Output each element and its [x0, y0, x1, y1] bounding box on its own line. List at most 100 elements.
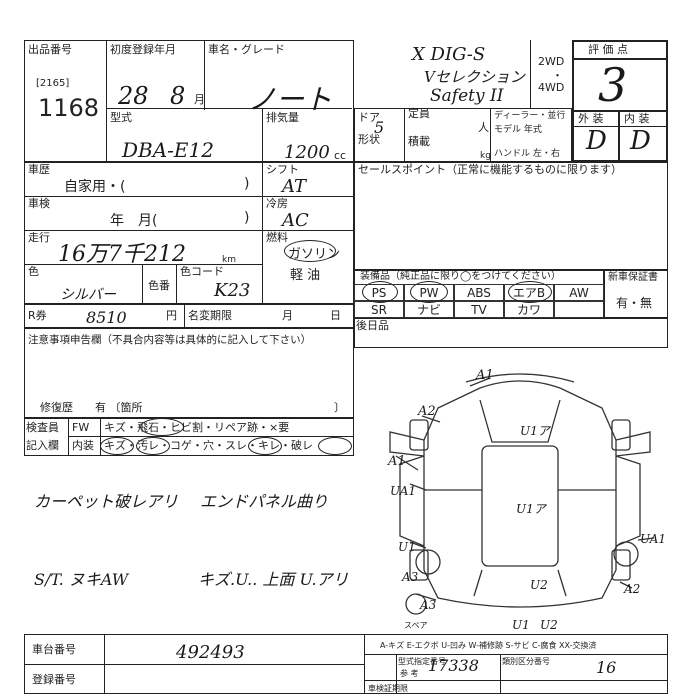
- color-value: シルバー: [60, 287, 116, 303]
- interior-label: 内 装: [624, 112, 650, 125]
- car-name: ノート: [248, 83, 333, 116]
- drive-dot: ・: [552, 69, 563, 82]
- mark-a3-rear: A3: [420, 598, 437, 612]
- car-name-label: 車名・グレード: [208, 43, 285, 56]
- color-code-label: 色コード: [180, 265, 224, 278]
- mark-ua1-right: UA1: [640, 532, 667, 546]
- fuel-diesel: 軽 油: [290, 268, 321, 283]
- grade-line-1: X DIG-S: [412, 44, 486, 65]
- displacement-label: 排気量: [266, 111, 299, 124]
- repair-label: 修復歴 有 〔箇所: [40, 401, 143, 414]
- history-label: 車歴: [28, 163, 50, 176]
- fill-label: 記入欄: [26, 439, 59, 452]
- equip-blank[interactable]: [554, 301, 604, 318]
- mark-a2-right: A2: [624, 582, 641, 596]
- class-label: 類別区分番号: [502, 657, 550, 666]
- name-change-month: 月: [282, 309, 293, 322]
- ac-value: AC: [282, 210, 309, 231]
- int-scratch-circle: [100, 437, 134, 455]
- type-cert-value: 17338: [428, 656, 479, 675]
- pw-circle: [410, 281, 448, 303]
- interior-grade: D: [630, 126, 651, 156]
- warranty-block: [604, 270, 668, 318]
- remark-carpet: カーペット破レアリ: [34, 492, 179, 511]
- warranty-label: 新車保証書: [608, 272, 658, 283]
- equip-abs[interactable]: ABS: [454, 284, 504, 301]
- shape-label: 形状: [358, 133, 380, 146]
- inspection-cert-label: 車検証期限: [368, 684, 408, 693]
- history-value: 自家用・(: [64, 179, 126, 195]
- equip-aw[interactable]: AW: [554, 284, 604, 301]
- repair-close: 〕: [334, 401, 345, 414]
- history-block: [24, 162, 354, 304]
- drive-4wd: 4WD: [538, 81, 565, 94]
- exterior-grade: D: [586, 126, 607, 156]
- fuel-gasoline: ガソリン: [288, 247, 341, 262]
- warranty-value: 有・無: [616, 296, 653, 310]
- remark-endpanel: エンドパネル曲り: [200, 492, 329, 511]
- color-no-label: 色番: [148, 279, 170, 292]
- spec-grid: [354, 108, 572, 162]
- spare-label: スペア: [404, 621, 428, 630]
- sales-points-block: [354, 162, 668, 270]
- inspection-value: 年 月(: [110, 213, 158, 229]
- rear-items-block: [354, 318, 668, 348]
- kg-unit: kg: [480, 151, 491, 161]
- auction-code: [2165]: [36, 78, 70, 89]
- model-label: 型式: [110, 111, 132, 124]
- capacity-label: 定員: [408, 107, 430, 120]
- score-value: 3: [598, 58, 628, 112]
- mark-a1-top: A1: [476, 368, 494, 383]
- reg-number-label: 登録番号: [32, 673, 76, 686]
- type-cert-label: 型式指定番号: [398, 657, 446, 666]
- inspection-label: 車検: [28, 197, 50, 210]
- ac-label: 冷房: [266, 197, 288, 210]
- displacement-value: 1200: [284, 142, 330, 163]
- interior-row-label: 内装: [72, 439, 94, 452]
- ref-label: 参 考: [400, 669, 419, 678]
- fuel-gasoline-circle: [284, 240, 336, 262]
- mileage-label: 走行: [28, 231, 50, 244]
- name-change-day: 日: [330, 309, 341, 322]
- car-damage-diagram: [389, 373, 655, 615]
- mark-ua1-left: UA1: [390, 484, 417, 498]
- score-label: 評 価 点: [588, 43, 628, 56]
- dealer-label: ディーラー・並行: [494, 111, 566, 121]
- equip-tv[interactable]: TV: [454, 301, 504, 318]
- mark-u1-bottom: U1: [512, 618, 530, 632]
- equipment-label: 装備品（純正品に限り◯をつけてください）: [360, 271, 561, 282]
- exterior-label: 外 装: [578, 112, 604, 125]
- reg-month: 8: [170, 82, 186, 110]
- header-block: [24, 40, 354, 162]
- recycle-row: [24, 304, 354, 328]
- fw-label: FW: [72, 421, 90, 434]
- caution-label: 注意事項申告欄（不具合内容等は具体的に記入して下さい）: [28, 334, 312, 346]
- load-label: 積載: [408, 135, 430, 148]
- remark-scratch: キズ.U.. 上面 U.アリ: [198, 570, 349, 589]
- yen-unit: 円: [166, 309, 177, 322]
- grade-line-3: Safety II: [430, 86, 504, 106]
- equip-leather[interactable]: カワ: [504, 301, 554, 318]
- model-year-label: モデル 年式: [494, 125, 542, 135]
- equip-navi[interactable]: ナビ: [404, 301, 454, 318]
- caution-block: [24, 328, 354, 418]
- grade-line-2: Vセレクション: [424, 68, 525, 86]
- first-reg-label: 初度登録年月: [110, 43, 176, 56]
- recycle-label: R券: [28, 309, 47, 322]
- sales-points-label: セールスポイント（正常に機能するものに限ります）: [358, 163, 622, 176]
- door-label: ドア: [358, 111, 380, 124]
- door-value: 5: [374, 118, 385, 137]
- km-unit: km: [222, 255, 236, 265]
- equip-sr[interactable]: SR: [354, 301, 404, 318]
- mark-a1-left: A1: [388, 454, 406, 469]
- airbag-circle: [508, 281, 552, 303]
- chip-circle: [140, 418, 184, 436]
- mark-u1-left-low: U1: [398, 540, 416, 554]
- color-label: 色: [28, 265, 39, 278]
- mark-u2-rear: U2: [530, 578, 548, 592]
- inspector-label: 検査員: [26, 421, 59, 434]
- int-wear-circle: [248, 437, 282, 455]
- lot-label: 出品番号: [28, 43, 72, 56]
- inspector-block: [24, 418, 354, 456]
- lot-number: 1168: [38, 94, 100, 122]
